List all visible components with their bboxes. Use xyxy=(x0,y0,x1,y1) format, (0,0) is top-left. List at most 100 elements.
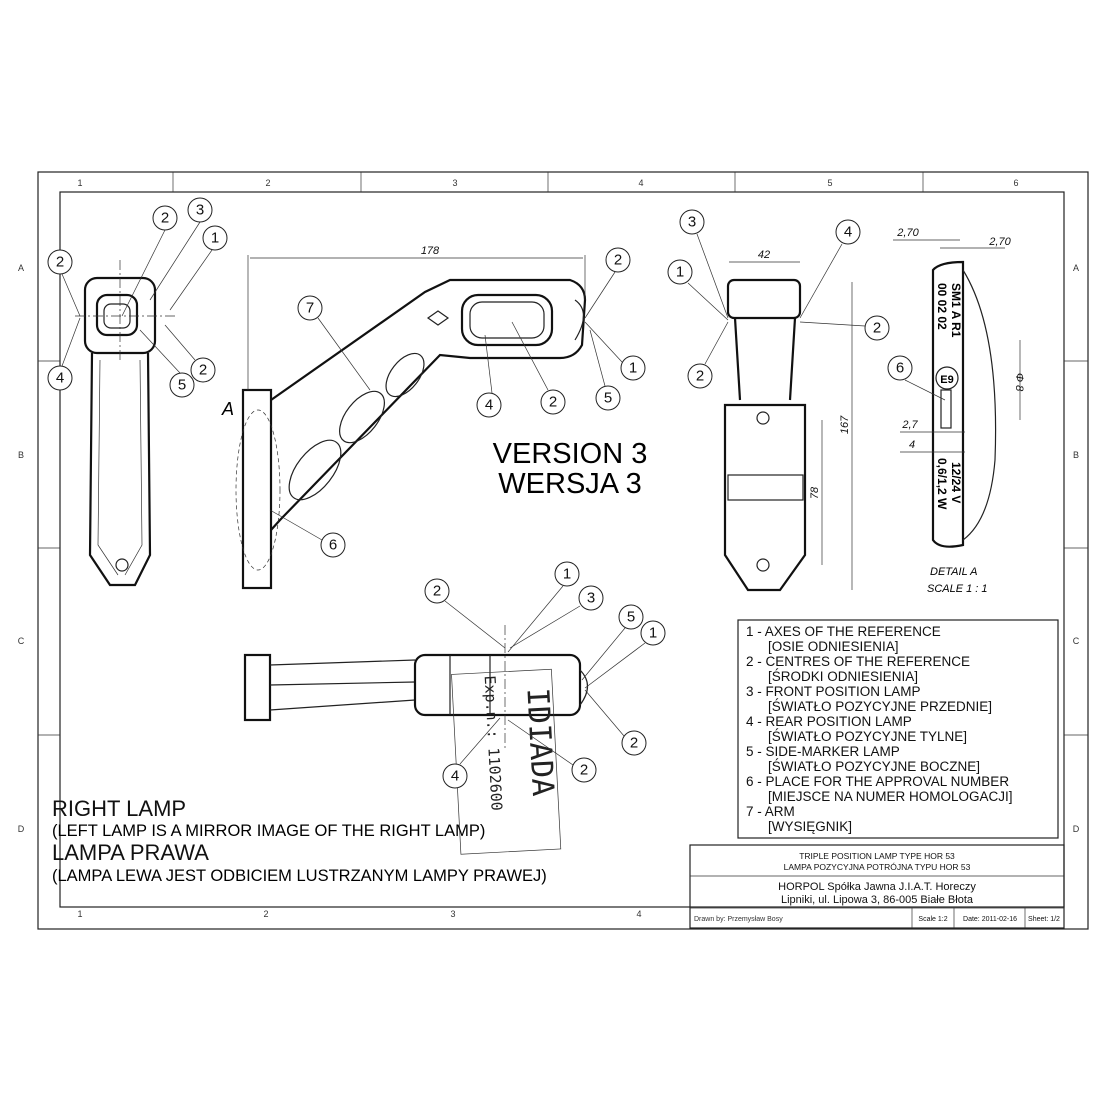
svg-text:2: 2 xyxy=(199,362,207,379)
balloon: 5 xyxy=(618,604,644,630)
zone-col: 1 xyxy=(77,909,82,919)
svg-text:2: 2 xyxy=(161,210,169,227)
svg-text:3: 3 xyxy=(688,214,696,231)
version-pl: WERSJA 3 xyxy=(498,468,641,500)
lampa-prawa-title: LAMPA PRAWA xyxy=(52,840,209,865)
balloon: 3 xyxy=(578,585,604,611)
sheet-frame xyxy=(37,171,1089,930)
legend-item: [ŚRODKI ODNIESIENIA] xyxy=(768,669,918,684)
svg-text:2: 2 xyxy=(56,254,64,271)
zone-col: 3 xyxy=(450,909,455,919)
svg-text:2: 2 xyxy=(580,762,588,779)
balloon-callouts: 2 3 1 2 4 2 5 2 7 4 2 5 1 6 3 1 4 2 2 6 … xyxy=(47,197,913,789)
legend-item: 7 - ARM xyxy=(746,804,795,819)
legend-item: [ŚWIATŁO POZYCYJNE TYLNE] xyxy=(768,729,967,744)
zone-col: 1 xyxy=(77,178,82,188)
svg-text:2: 2 xyxy=(696,368,704,385)
balloon: 5 xyxy=(169,372,195,398)
svg-text:2: 2 xyxy=(433,583,441,600)
title-block: TRIPLE POSITION LAMP TYPE HOR 53 LAMPA P… xyxy=(689,844,1065,929)
version-en: VERSION 3 xyxy=(493,438,648,470)
legend-item: [ŚWIATŁO POZYCYJNE PRZEDNIE] xyxy=(768,699,992,714)
drawn-by: Drawn by: Przemysław Bosy xyxy=(694,916,783,923)
legend-item: 3 - FRONT POSITION LAMP xyxy=(746,684,921,699)
idiada-stamp: IDIADA Exp.n.: 1102600 xyxy=(451,668,562,855)
svg-text:2: 2 xyxy=(614,252,622,269)
svg-text:4: 4 xyxy=(56,370,64,387)
svg-text:3: 3 xyxy=(196,202,204,219)
zone-col: 6 xyxy=(1013,178,1018,188)
right-lamp-note: (LEFT LAMP IS A MIRROR IMAGE OF THE RIGH… xyxy=(52,822,485,840)
balloon: 2 xyxy=(571,757,597,783)
zone-row: C xyxy=(1073,636,1080,646)
title-en: TRIPLE POSITION LAMP TYPE HOR 53 xyxy=(799,851,955,861)
legend-item: 4 - REAR POSITION LAMP xyxy=(746,714,912,729)
sheet: Sheet: 1/2 xyxy=(1028,916,1060,923)
legend-item: 1 - AXES OF THE REFERENCE xyxy=(746,624,941,639)
date: Date: 2011-02-16 xyxy=(963,916,1017,923)
zone-col: 2 xyxy=(265,178,270,188)
svg-text:1: 1 xyxy=(629,360,637,377)
svg-text:1: 1 xyxy=(211,230,219,247)
balloon: 3 xyxy=(679,209,705,235)
svg-text:1: 1 xyxy=(676,264,684,281)
legend-item: [MIEJSCE NA NUMER HOMOLOGACJI] xyxy=(768,789,1013,804)
dimension-height: 167 xyxy=(839,415,851,434)
zone-col: 3 xyxy=(452,178,457,188)
scale: Scale 1:2 xyxy=(918,916,947,923)
balloon: 1 xyxy=(640,620,666,646)
balloon: 2 xyxy=(47,249,73,275)
legend-item: [OSIE ODNIESIENIA] xyxy=(768,639,899,654)
balloon: 4 xyxy=(476,392,502,418)
side-view: 178 A xyxy=(221,245,587,590)
dimension-diameter: Φ 8 xyxy=(1013,373,1025,392)
svg-text:6: 6 xyxy=(896,360,904,377)
zone-col: 5 xyxy=(827,178,832,188)
marking-line-2: 00 02 02 xyxy=(935,283,949,330)
svg-text:5: 5 xyxy=(604,390,612,407)
dimension-2-7: 2,7 xyxy=(901,419,918,431)
zone-row: D xyxy=(18,824,25,834)
legend-item: 2 - CENTRES OF THE REFERENCE xyxy=(746,654,970,669)
balloon: 4 xyxy=(442,763,468,789)
dimension-length: 178 xyxy=(421,245,440,257)
rear-view: 42 167 78 xyxy=(723,249,853,592)
balloon: 2 xyxy=(424,578,450,604)
svg-text:5: 5 xyxy=(178,377,186,394)
detail-scale: SCALE 1 : 1 xyxy=(927,583,988,595)
dimension-hole-spacing: 78 xyxy=(809,486,821,499)
title-pl: LAMPA POZYCYJNA POTRÓJNA TYPU HOR 53 xyxy=(784,862,971,872)
svg-text:2: 2 xyxy=(630,735,638,752)
svg-text:1: 1 xyxy=(563,566,571,583)
zone-labels: 1 2 3 4 5 6 1 2 3 4 A B C D A B C D xyxy=(18,178,1080,919)
dimension-4: 4 xyxy=(909,439,915,451)
balloon: 6 xyxy=(320,532,346,558)
svg-text:4: 4 xyxy=(451,768,459,785)
balloon: 2 xyxy=(687,363,713,389)
marking-line-1: SM1 A R1 xyxy=(949,283,963,338)
svg-text:1: 1 xyxy=(649,625,657,642)
detail-a: E9 SM1 A R1 00 02 02 12/24 V 0,6/1,2 W 2… xyxy=(893,227,1025,595)
legend-item: 6 - PLACE FOR THE APPROVAL NUMBER xyxy=(746,774,1009,789)
legend-item: 5 - SIDE-MARKER LAMP xyxy=(746,744,900,759)
zone-row: C xyxy=(18,636,25,646)
zone-row: A xyxy=(1073,263,1079,273)
front-view xyxy=(75,260,175,587)
balloon: 5 xyxy=(595,385,621,411)
zone-col: 4 xyxy=(636,909,641,919)
right-lamp-title: RIGHT LAMP xyxy=(52,796,186,821)
legend-item: [WYSIĘGNIK] xyxy=(768,819,852,834)
balloon: 2 xyxy=(152,205,178,231)
company: HORPOL Spółka Jawna J.I.A.T. Horeczy xyxy=(778,881,976,893)
detail-a-marker: A xyxy=(221,399,234,419)
address: Lipniki, ul. Lipowa 3, 86-005 Białe Błot… xyxy=(781,894,974,906)
dimension-detail-w1: 2,70 xyxy=(896,227,919,239)
zone-col: 2 xyxy=(263,909,268,919)
svg-text:5: 5 xyxy=(627,609,635,626)
balloon: 4 xyxy=(47,365,73,391)
detail-title: DETAIL A xyxy=(930,566,977,578)
svg-text:7: 7 xyxy=(306,300,314,317)
svg-text:4: 4 xyxy=(485,397,493,414)
